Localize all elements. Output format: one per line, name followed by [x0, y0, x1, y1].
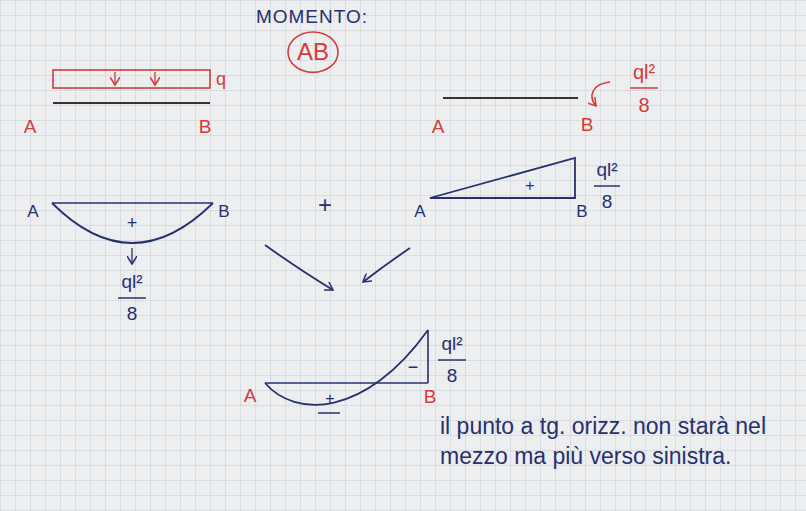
moment-value: 8 — [127, 304, 138, 325]
base-line — [52, 202, 213, 204]
moment-value: ql² — [121, 272, 142, 293]
base-line — [265, 382, 428, 384]
distributed-load — [53, 70, 210, 88]
moment-curve — [265, 330, 428, 405]
sign-label: + — [525, 177, 534, 195]
fraction-bar — [594, 185, 620, 187]
moment-value: 8 — [638, 94, 649, 116]
load-label: q — [216, 70, 226, 90]
handwritten-note: il punto a tg. orizz. non starà nel mezz… — [440, 412, 795, 472]
point-label: A — [244, 386, 257, 407]
point-label: B — [199, 117, 212, 138]
circled-label: AB — [286, 30, 340, 74]
point-label: B — [581, 115, 594, 136]
moment-value: 8 — [602, 192, 613, 213]
point-label: A — [414, 203, 425, 222]
beam-line — [53, 102, 210, 104]
parabola-diagram — [52, 203, 213, 243]
page-title: MOMENTO: — [256, 7, 368, 28]
circle-content: AB — [286, 30, 340, 65]
point-label: B — [576, 203, 587, 222]
fraction-bar — [118, 297, 146, 299]
point-label: A — [432, 117, 445, 138]
load-arrow — [154, 72, 155, 85]
sign-label: + — [325, 390, 334, 408]
point-label: A — [27, 203, 38, 222]
sum-arrow — [363, 248, 410, 282]
leader-arrow — [131, 248, 132, 264]
point-label: A — [24, 117, 37, 138]
sum-arrow — [265, 245, 333, 290]
end-line — [427, 330, 429, 383]
fraction-bar — [630, 87, 658, 89]
load-arrow — [114, 72, 115, 85]
sign-label: − — [408, 358, 419, 378]
moment-value: ql² — [441, 334, 462, 355]
node-text: AB — [286, 39, 340, 65]
plus-sign: + — [318, 192, 332, 218]
sign-label: + — [127, 214, 138, 234]
fraction-bar — [438, 359, 466, 361]
moment-value: ql² — [596, 160, 617, 181]
moment-arrow — [592, 82, 610, 106]
beam-line — [443, 97, 578, 99]
tangent-mark — [318, 412, 340, 414]
moment-value: 8 — [447, 366, 458, 387]
moment-value: ql² — [633, 61, 655, 83]
point-label: B — [424, 387, 437, 408]
triangle-diagram — [430, 158, 575, 198]
point-label: B — [218, 203, 229, 222]
